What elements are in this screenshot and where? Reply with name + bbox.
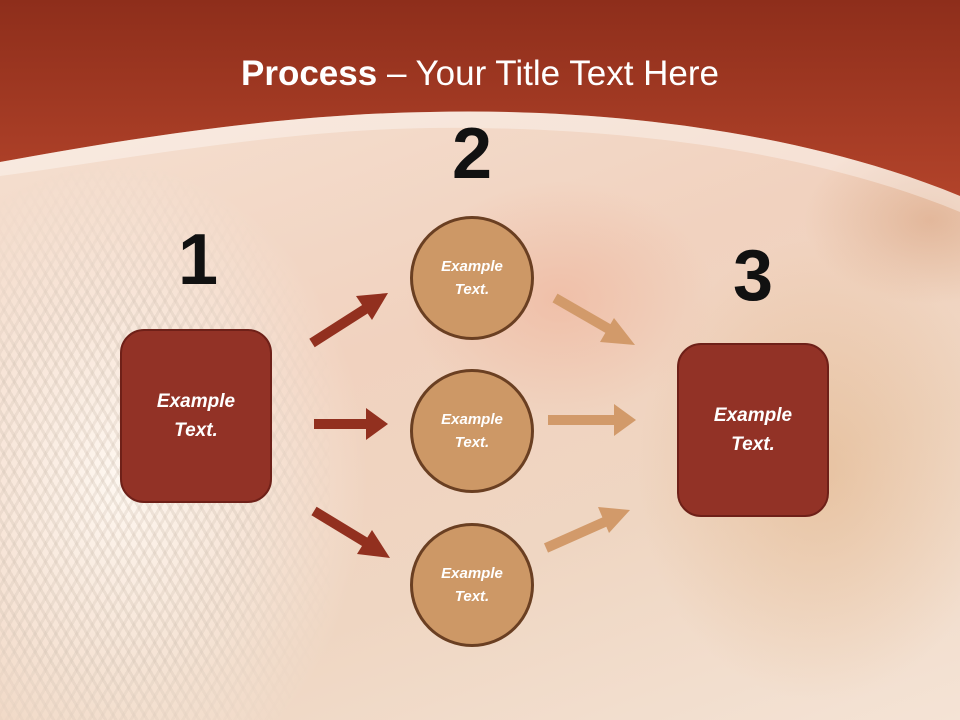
step-3-box: Example Text. — [677, 343, 829, 517]
circle-bottom-line1: Example — [441, 565, 503, 582]
title-bold: Process — [241, 54, 378, 93]
step-2-circle-bottom: Example Text. — [410, 523, 534, 647]
step-number-3: 3 — [732, 236, 774, 316]
header-band — [0, 0, 960, 212]
step-1-box-line1: Example — [156, 391, 236, 412]
step-number-2: 2 — [451, 114, 493, 194]
step-2-circle-middle: Example Text. — [410, 369, 534, 493]
slide-title: Process – Your Title Text Here — [0, 52, 960, 96]
arrow-right-dark — [314, 408, 388, 440]
step-1-box: Example Text. — [120, 329, 272, 503]
arrow-right-light — [548, 404, 636, 436]
step-2-circle-top: Example Text. — [410, 216, 534, 340]
step-number-1: 1 — [177, 220, 219, 300]
step-3-box-line2: Text. — [731, 434, 775, 455]
title-rest: – Your Title Text Here — [377, 54, 719, 93]
arrow-down-right-light — [552, 293, 635, 345]
circle-top-line2: Text. — [454, 281, 490, 298]
circle-bottom-line2: Text. — [454, 588, 490, 605]
arrow-up-right-dark — [309, 293, 388, 348]
circle-middle-line1: Example — [441, 411, 503, 428]
arrow-up-right-light — [543, 507, 630, 553]
circle-middle-line2: Text. — [454, 434, 490, 451]
arrow-down-right-dark — [311, 506, 390, 558]
step-1-box-line2: Text. — [174, 420, 218, 441]
step-3-box-line1: Example — [713, 405, 793, 426]
circle-top-line1: Example — [441, 258, 503, 275]
